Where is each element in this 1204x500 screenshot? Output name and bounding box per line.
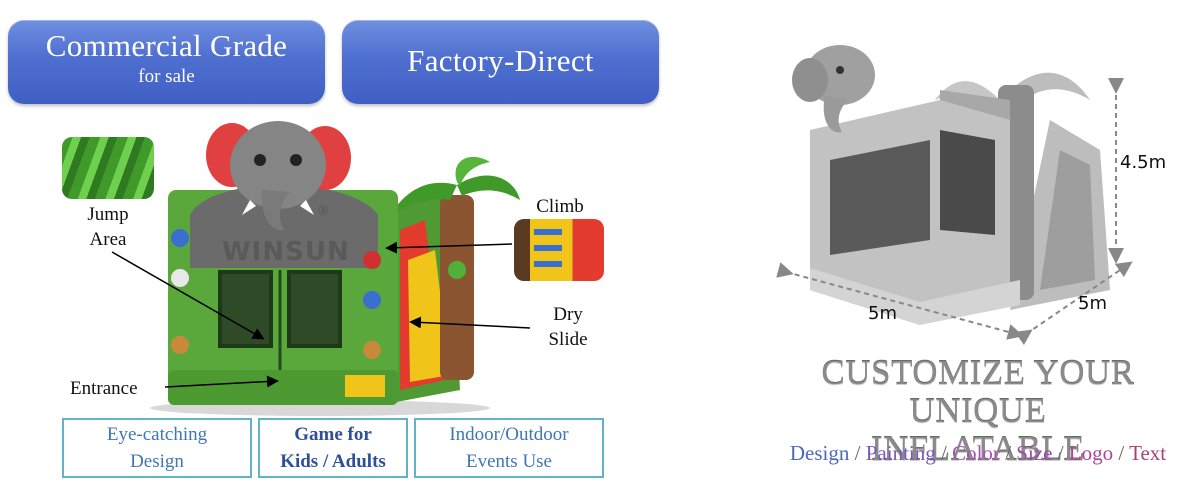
label-dry-line2: Slide: [548, 329, 588, 350]
badge-factory-text: Factory-Direct: [407, 43, 594, 78]
arrow-jump-area: [111, 251, 265, 340]
feature-indoor-outdoor-events: Indoor/Outdoor Events Use: [414, 418, 604, 478]
customization-options: Design / Painting / Color / Size / Logo …: [752, 441, 1204, 466]
dim-arrow-width: [776, 262, 1024, 340]
dimension-depth-label: 5m: [1078, 293, 1107, 314]
feature-1-line1: Eye-catching: [106, 424, 208, 445]
feature-2-line1: Game for: [294, 424, 372, 445]
label-dry-slide: Dry Slide: [528, 302, 608, 352]
option-text: Text: [1129, 441, 1167, 465]
headline: CUSTOMIZE YOUR UNIQUE INFLATABLE: [752, 354, 1204, 468]
label-jump-line2: Area: [89, 229, 127, 250]
dim-arrow-depth: [1014, 261, 1133, 346]
jump-area-thumbnail: [62, 137, 154, 199]
product-grayscale-dimensions: [776, 45, 1133, 346]
feature-eye-catching-design: Eye-catching Design: [62, 418, 252, 478]
badge-factory-direct: Factory-Direct: [342, 20, 659, 104]
option-separator: /: [935, 441, 953, 465]
label-dry-line1: Dry: [553, 304, 583, 325]
headline-line2: INFLATABLE: [870, 429, 1086, 468]
badge-commercial-grade: Commercial Grade for sale: [8, 20, 325, 104]
feature-3-line2: Events Use: [465, 451, 552, 472]
label-entrance: Entrance: [70, 378, 138, 399]
label-jump-line1: Jump: [87, 204, 129, 225]
badge-commercial-sub: for sale: [138, 66, 195, 87]
option-separator: /: [1052, 441, 1069, 465]
arrow-entrance: [164, 375, 279, 388]
brand-registered-mark: ®: [318, 204, 329, 219]
label-climb: Climb: [536, 196, 584, 217]
feature-game-for-kids-adults: Game for Kids / Adults: [258, 418, 408, 478]
label-jump-area: Jump Area: [68, 202, 148, 252]
feature-1-line2: Design: [130, 451, 184, 472]
dimension-height-label: 4.5m: [1120, 152, 1167, 173]
headline-line1: CUSTOMIZE YOUR UNIQUE: [821, 353, 1135, 430]
arrow-climb: [385, 241, 513, 254]
option-size: Size: [1016, 441, 1053, 465]
feature-2-line2: Kids / Adults: [280, 451, 386, 472]
option-painting: Painting: [865, 441, 936, 465]
option-design: Design: [789, 441, 850, 465]
option-color: Color: [952, 441, 1000, 465]
option-separator: /: [1113, 441, 1130, 465]
feature-3-line1: Indoor/Outdoor: [449, 424, 569, 445]
arrow-dry-slide: [409, 316, 531, 329]
product-illustration-elephant-combo: [150, 121, 520, 416]
option-logo: Logo: [1068, 441, 1114, 465]
badge-commercial-main: Commercial Grade: [45, 28, 288, 63]
option-separator: /: [999, 441, 1017, 465]
climb-thumbnail: [514, 219, 604, 281]
brand-logo-text: WINSUN: [222, 237, 350, 267]
callout-arrows: [111, 241, 531, 388]
dimension-width-label: 5m: [868, 303, 897, 324]
option-separator: /: [849, 441, 866, 465]
